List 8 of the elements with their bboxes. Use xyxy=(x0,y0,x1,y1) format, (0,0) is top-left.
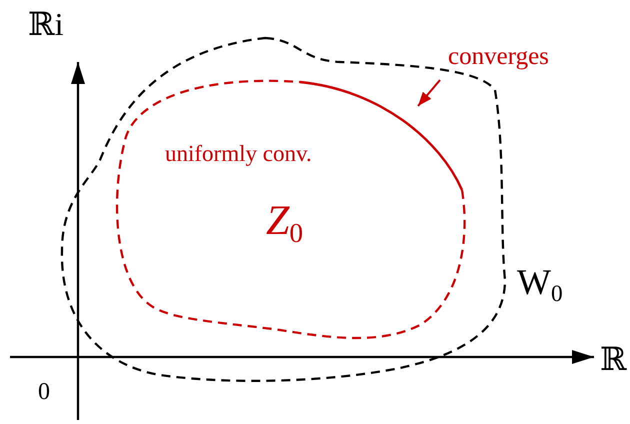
leader-line xyxy=(417,79,441,107)
annotation-text: converges xyxy=(448,44,549,69)
region-label: uniformly conv. xyxy=(165,142,312,165)
origin-label: 0 xyxy=(38,380,50,404)
region-label: Z$_{0}$ xyxy=(266,200,304,248)
region-label: W$_{0}$ xyxy=(517,264,563,306)
axis-label: ℝ xyxy=(600,343,627,375)
axis-label: ℝi xyxy=(28,8,64,40)
